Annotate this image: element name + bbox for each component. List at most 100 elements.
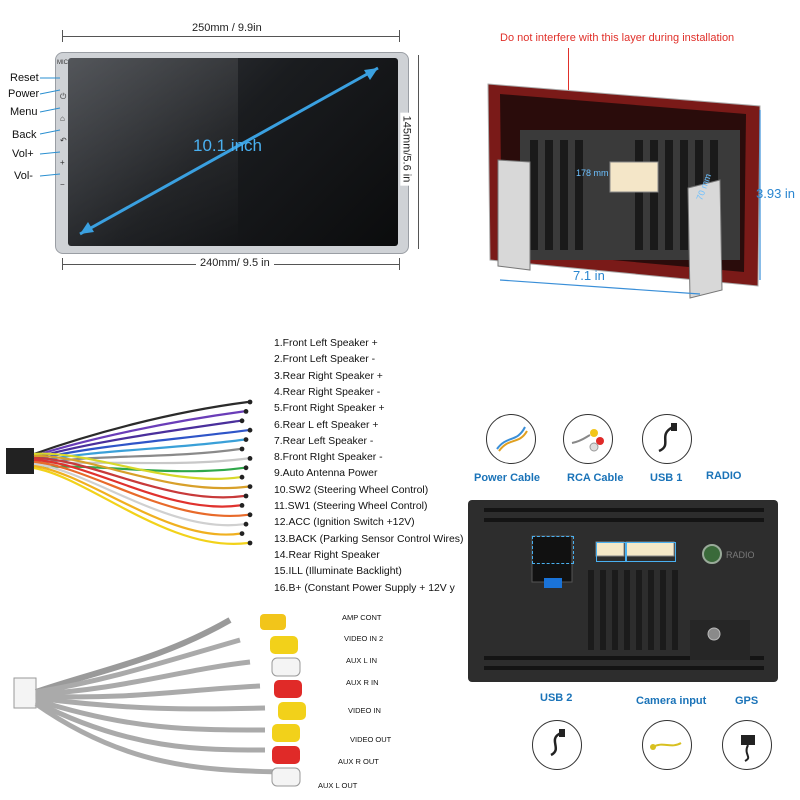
harness-wire [33, 462, 245, 527]
rca-label-aux-r-in: AUX R IN [346, 678, 379, 687]
wire-label: 1.Front Left Speaker + [274, 338, 378, 349]
dimension-tick [399, 258, 400, 270]
wire-end-dot [247, 427, 253, 433]
rca-label-video-in-2: VIDEO IN 2 [344, 634, 384, 643]
power-label: Power [8, 88, 40, 100]
wire-end-dot [243, 409, 249, 414]
camera-input-label: Camera input [636, 695, 707, 707]
frame-depth-label: 178 mm [576, 168, 609, 178]
harness-wire [33, 410, 245, 458]
wire-label: 8.Front RIght Speaker - [274, 452, 383, 464]
warning-pointer [568, 48, 569, 103]
wire-end-dot [239, 418, 245, 424]
wire-end-dot [243, 493, 249, 499]
install-warning: Do not interfere with this layer during … [500, 32, 735, 44]
wire-label: 4.Rear Right Speaker - [274, 386, 381, 398]
wire-label: 9.Auto Antenna Power [274, 468, 378, 480]
back-label: Back [12, 129, 37, 141]
dimension-tick [62, 30, 63, 42]
harness-wires [6, 399, 253, 546]
wire-end-dot [239, 503, 245, 508]
harness-wire [33, 464, 241, 536]
wire-end-dot [239, 446, 245, 452]
wire-end-dot [247, 399, 253, 405]
power-cable-icon [486, 414, 536, 464]
gps-antenna-icon [722, 720, 772, 770]
wire-end-dot [243, 437, 249, 442]
harness-wire [33, 400, 249, 456]
rca-label-video-out: VIDEO OUT [350, 735, 392, 744]
wire-label: 11.SW1 (Steering Wheel Control) [274, 501, 428, 512]
dimension-tick [399, 30, 400, 42]
harness-wire [33, 456, 245, 499]
frame-height-label: 3.93 in [756, 186, 796, 201]
harness-wire [33, 452, 241, 480]
power-port-highlight [532, 536, 574, 564]
harness-wire [33, 458, 241, 508]
harness-wire [33, 460, 249, 517]
usb1-label: USB 1 [650, 472, 683, 484]
top-dimension-line [62, 36, 400, 37]
power-cable-label: Power Cable [474, 472, 541, 484]
wire-end-dot [247, 512, 253, 518]
rca-label-aux-l-out: AUX L OUT [318, 781, 358, 790]
bottom-dimension-label: 240mm/ 9.5 in [196, 257, 274, 269]
rear-panel: RADIO [468, 500, 778, 682]
rca-label-aux-r-out: AUX R OUT [338, 757, 379, 766]
wire-label: 16.B+ (Constant Power Supply + 12V y [274, 582, 455, 594]
wire-label: 12.ACC (Ignition Switch +12V) [274, 517, 415, 529]
harness-wire [33, 454, 249, 490]
gps-label: GPS [735, 695, 759, 707]
radio-label: RADIO [706, 470, 742, 482]
top-dimension-label: 250mm / 9.9in [188, 22, 266, 34]
wire-end-dot [243, 465, 249, 471]
wire-label: 5.Front Right Speaker + [274, 403, 385, 415]
wire-end-dot [239, 531, 245, 536]
frame-illustration [487, 83, 761, 299]
vol-up-label: Vol+ [12, 148, 34, 160]
wire-label: 7.Rear Left Speaker - [274, 435, 374, 447]
dimension-tick [62, 258, 63, 270]
side-dimension-label: 145mm/5.6 in [400, 112, 413, 186]
rca-cable-label: RCA Cable [567, 472, 624, 484]
rca-port-highlight [596, 542, 626, 562]
reset-label: Reset [10, 72, 39, 84]
harness-wire [33, 419, 241, 460]
rca-cable-icon [563, 414, 613, 464]
wire-label: 13.BACK (Parking Sensor Control Wires) [274, 533, 464, 545]
menu-label: Menu [10, 106, 38, 118]
wire-end-dot [239, 474, 245, 480]
wire-label: 14.Rear Right Speaker [274, 549, 380, 561]
mic-label: MIC [57, 60, 68, 66]
wire-end-dot [247, 456, 253, 461]
usb2-label: USB 2 [540, 692, 573, 704]
head-unit-screen [68, 58, 398, 246]
harness-connector [6, 448, 34, 474]
diagonal-size-label: 10.1 inch [193, 136, 262, 155]
rca-cable-illustration [13, 614, 306, 787]
rca-label-video-in: VIDEO IN [348, 706, 381, 715]
screen-glare [68, 58, 238, 246]
usb-cable-icon [642, 414, 692, 464]
frame-width-label: 7.1 in [573, 268, 605, 283]
wire-label: 6.Rear L eft Speaker + [274, 419, 379, 431]
rca-label-aux-l-in: AUX L IN [346, 656, 377, 665]
wire-label: 15.ILL (Illuminate Backlight) [274, 566, 402, 578]
diagonal-arrow [79, 66, 379, 236]
wire-end-dot [247, 484, 253, 489]
bezel-button-icons: ⏻⌂↶+− [60, 92, 67, 189]
wire-end-dot [247, 540, 253, 546]
button-leader-lines [39, 77, 61, 177]
camera-cable-icon [642, 720, 692, 770]
wire-label: 3.Rear Right Speaker + [274, 370, 383, 382]
vol-down-label: Vol- [14, 170, 33, 182]
radio-engraved-text: RADIO [726, 550, 755, 560]
wire-label: 2.Front Left Speaker - [274, 354, 376, 366]
usb-port-highlight [626, 542, 676, 562]
rca-label-amp-cont: AMP CONT [342, 613, 382, 622]
wire-label: 10.SW2 (Steering Wheel Control) [274, 484, 429, 496]
wire-end-dot [243, 521, 249, 527]
usb2-cable-icon [532, 720, 582, 770]
side-dimension-line [418, 55, 419, 249]
harness-wire [33, 466, 249, 546]
